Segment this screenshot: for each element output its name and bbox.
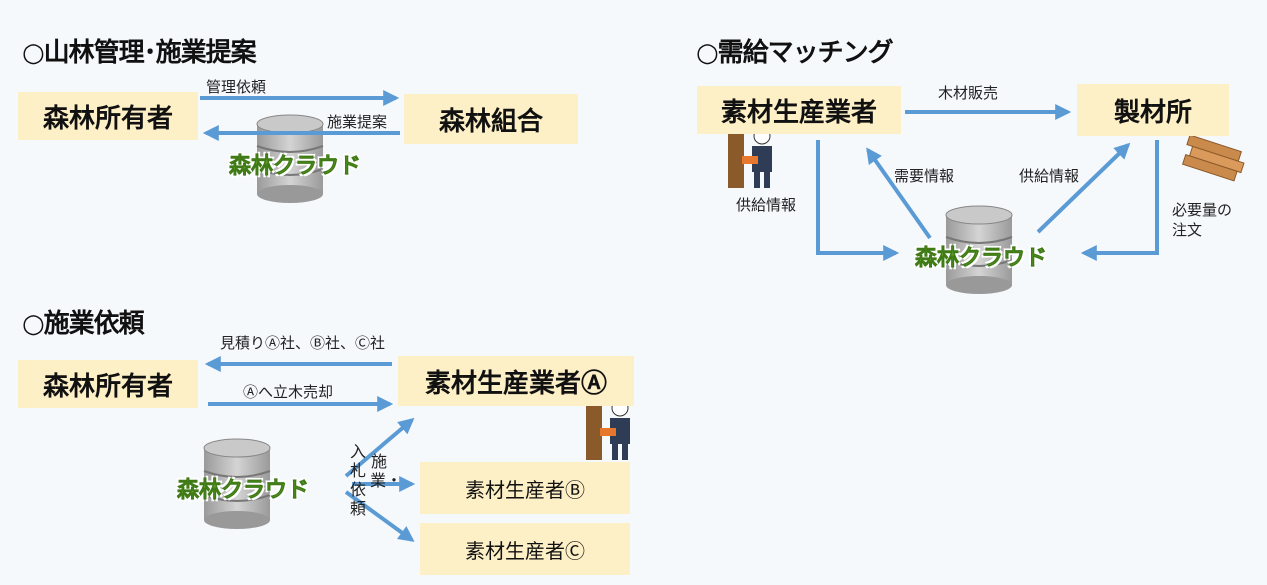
- cloud-label: 森林クラウド: [177, 478, 310, 504]
- database-icon: [256, 114, 324, 203]
- arrow-supply-right: [1036, 142, 1131, 234]
- label-demand-info: 需要情報: [894, 167, 955, 185]
- label-tree-sale: Ⓐへ立木売却: [243, 383, 334, 401]
- label-timber-sale: 木材販売: [938, 84, 999, 102]
- node-forest-union: 森林組合: [404, 94, 578, 144]
- node-producer-b: 素材生産者Ⓑ: [420, 462, 630, 514]
- label-supply-info-right: 供給情報: [1019, 167, 1080, 185]
- label-order: 必要量の 注文: [1172, 201, 1233, 239]
- section-heading-supply-demand: ○需給マッチング: [696, 38, 894, 68]
- node-forest-owner: 森林所有者: [18, 360, 198, 408]
- label-bid-request: 入札依頼: [349, 442, 366, 518]
- lumberjack-icon: [586, 399, 630, 460]
- database-icon: [945, 205, 1013, 294]
- label-supply-info-left: 供給情報: [736, 196, 797, 214]
- node-producer-a: 素材生産業者Ⓐ: [398, 356, 634, 406]
- label-bid-work: 施業・: [370, 452, 403, 490]
- arrow-bid-a: [344, 417, 415, 478]
- node-material-producer: 素材生産業者: [697, 86, 901, 134]
- cloud-label: 森林クラウド: [915, 246, 1048, 272]
- node-producer-c: 素材生産者Ⓒ: [420, 523, 630, 575]
- arrow-order: [1080, 140, 1159, 261]
- database-icon: [203, 438, 271, 529]
- lumber-icon: [1182, 134, 1245, 182]
- arrow-bid-c: [344, 490, 415, 542]
- section-heading-work-request: ○施業依頼: [22, 309, 145, 339]
- label-work-proposal: 施業提案: [327, 113, 388, 131]
- section-heading-management: ○山林管理･施業提案: [22, 38, 257, 68]
- label-estimate: 見積りⒶ社、Ⓑ社、Ⓒ社: [220, 334, 386, 352]
- node-forest-owner: 森林所有者: [18, 92, 198, 140]
- label-management-request: 管理依頼: [206, 78, 267, 96]
- arrow-demand-info: [866, 147, 932, 240]
- arrow-supply-left: [816, 140, 900, 261]
- cloud-label: 森林クラウド: [229, 154, 362, 180]
- lumberjack-icon: [728, 127, 772, 188]
- node-sawmill: 製材所: [1077, 84, 1229, 136]
